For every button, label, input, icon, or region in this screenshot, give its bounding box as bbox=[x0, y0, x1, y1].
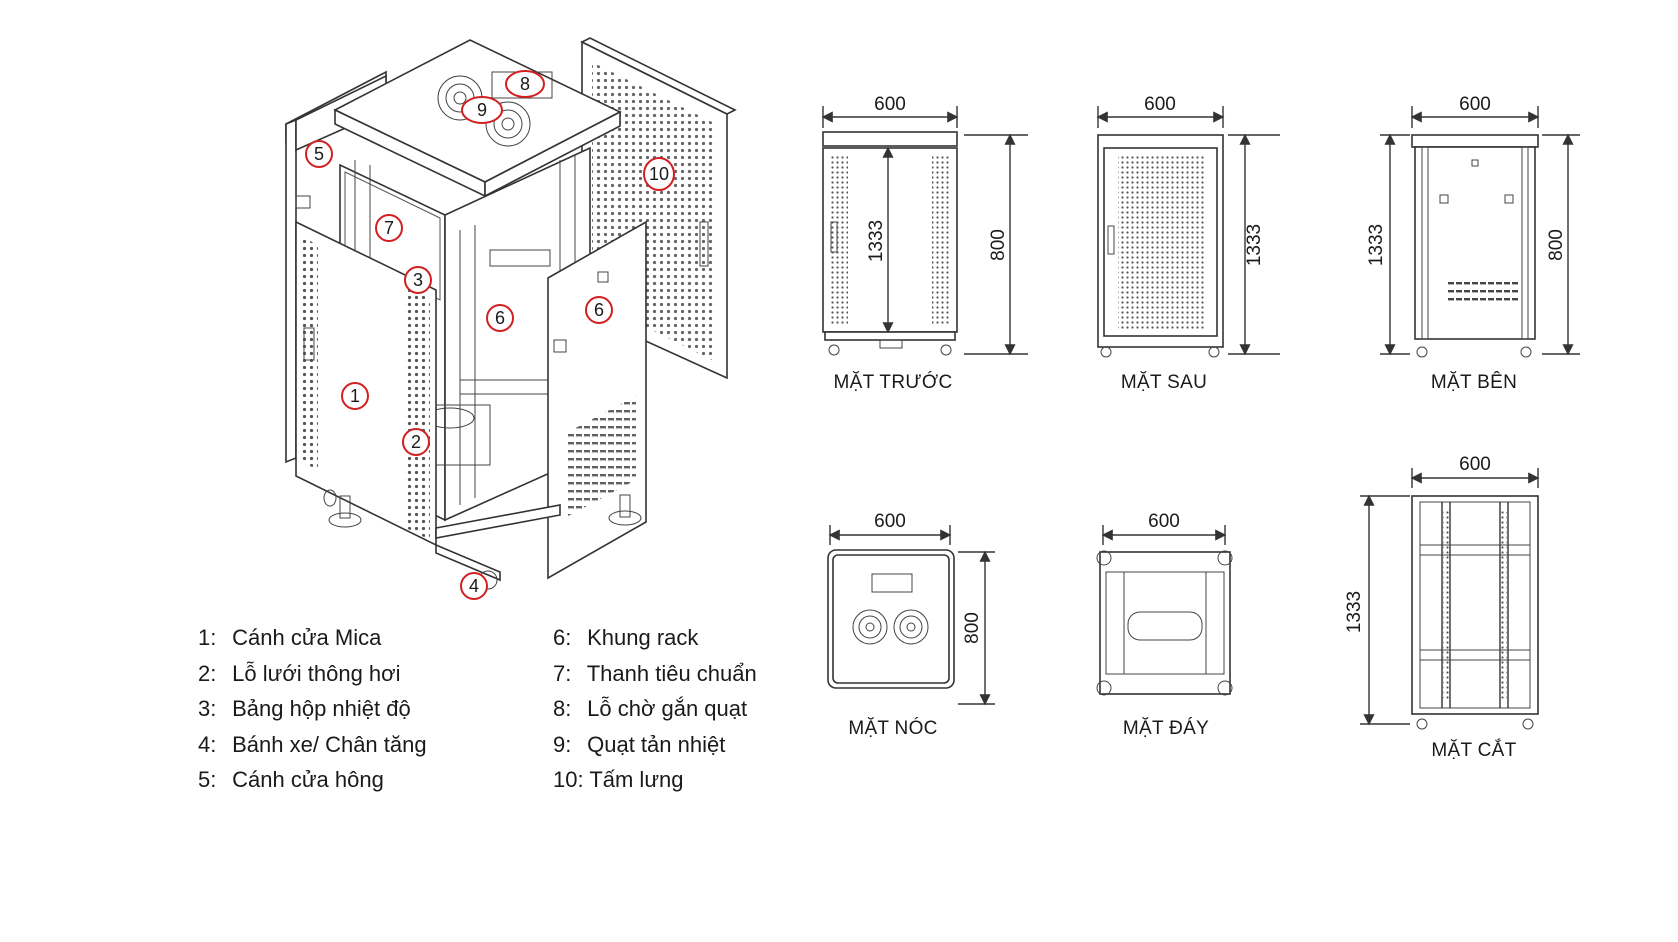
svg-text:4: 4 bbox=[469, 576, 479, 596]
front-view-label: MẶT TRƯỚC bbox=[833, 372, 953, 393]
bottom-view: 600 bbox=[1096, 511, 1233, 696]
section-view: 600 1333 bbox=[1344, 454, 1540, 730]
legend-right: 6: Khung rack 7: Thanh tiêu chuẩn 8: Lỗ … bbox=[553, 621, 757, 799]
side-view: 600 1333 800 bbox=[1366, 94, 1580, 358]
legend-item: 7: Thanh tiêu chuẩn bbox=[553, 660, 757, 686]
legend-left: 1: Cánh cửa Mica 2: Lỗ lưới thông hơi 3:… bbox=[198, 621, 427, 799]
callout-4: 4 bbox=[460, 572, 488, 600]
svg-text:7: 7 bbox=[384, 218, 394, 238]
legend-item: 6: Khung rack bbox=[553, 625, 699, 650]
top-view: 600 800 bbox=[827, 511, 995, 706]
callout-7: 7 bbox=[375, 214, 403, 242]
callout-5: 5 bbox=[305, 140, 333, 168]
legend-item: 10: Tấm lưng bbox=[553, 767, 684, 792]
svg-text:6: 6 bbox=[495, 308, 505, 328]
legend-item: 1: Cánh cửa Mica bbox=[198, 625, 382, 650]
svg-text:600: 600 bbox=[1144, 94, 1176, 115]
svg-text:1333: 1333 bbox=[1244, 224, 1265, 266]
svg-text:1333: 1333 bbox=[866, 220, 887, 262]
legend-item: 2: Lỗ lưới thông hơi bbox=[198, 660, 401, 686]
callout-8: 8 bbox=[505, 70, 545, 98]
legend-item: 4: Bánh xe/ Chân tăng bbox=[198, 731, 427, 757]
svg-text:600: 600 bbox=[1459, 454, 1491, 475]
svg-text:600: 600 bbox=[874, 511, 906, 532]
svg-text:9: 9 bbox=[477, 100, 487, 120]
svg-text:3: 3 bbox=[413, 270, 423, 290]
svg-text:600: 600 bbox=[1459, 94, 1491, 115]
base-and-wheels bbox=[323, 489, 642, 590]
svg-text:800: 800 bbox=[1546, 229, 1567, 261]
callout-10: 10 bbox=[643, 157, 675, 191]
svg-text:8: 8 bbox=[520, 74, 530, 94]
svg-text:10: 10 bbox=[649, 164, 669, 184]
callout-1: 1 bbox=[341, 382, 369, 410]
svg-text:1: 1 bbox=[350, 386, 360, 406]
bottom-view-label: MẶT ĐÁY bbox=[1122, 718, 1210, 739]
svg-text:1333: 1333 bbox=[1344, 591, 1365, 633]
svg-text:5: 5 bbox=[314, 144, 324, 164]
side-view-label: MẶT BÊN bbox=[1430, 372, 1518, 393]
side-open-door bbox=[547, 220, 647, 580]
callout-6-door: 6 bbox=[585, 296, 613, 324]
svg-text:6: 6 bbox=[594, 300, 604, 320]
section-view-label: MẶT CẮT bbox=[1431, 740, 1517, 761]
legend-item: 5: Cánh cửa hông bbox=[198, 767, 384, 792]
svg-text:800: 800 bbox=[962, 612, 983, 644]
svg-text:800: 800 bbox=[988, 229, 1009, 261]
callout-9: 9 bbox=[461, 96, 503, 124]
back-view-label: MẶT SAU bbox=[1120, 372, 1208, 393]
svg-text:600: 600 bbox=[1148, 511, 1180, 532]
legend-item: 9: Quạt tản nhiệt bbox=[553, 731, 726, 757]
exploded-cabinet-illustration: 1 2 3 4 5 6 6 7 8 9 10 bbox=[285, 37, 737, 600]
svg-text:2: 2 bbox=[411, 432, 421, 452]
callout-3: 3 bbox=[404, 266, 432, 294]
front-view: 600 1333 800 bbox=[821, 94, 1028, 356]
callout-2: 2 bbox=[402, 428, 430, 456]
svg-text:1333: 1333 bbox=[1366, 224, 1387, 266]
callout-6-frame: 6 bbox=[486, 304, 514, 332]
legend-item: 3: Bảng hộp nhiệt độ bbox=[198, 696, 411, 721]
legend-item: 8: Lỗ chờ gắn quạt bbox=[553, 696, 748, 721]
top-view-label: MẶT NÓC bbox=[848, 718, 938, 739]
front-door bbox=[295, 220, 437, 547]
back-view: 600 1333 bbox=[1096, 94, 1280, 358]
svg-text:600: 600 bbox=[874, 94, 906, 115]
